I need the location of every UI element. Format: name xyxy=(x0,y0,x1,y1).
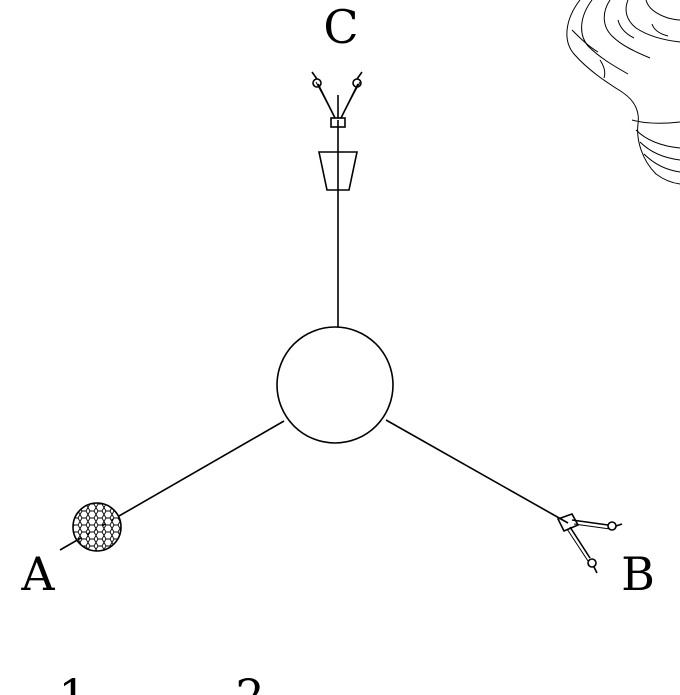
digit-two: 2 xyxy=(235,669,264,695)
label-c: C xyxy=(323,0,358,54)
branch-b-line xyxy=(385,419,569,524)
digit-one: 1 xyxy=(58,669,87,695)
hand-drawing xyxy=(566,0,680,185)
clamp-c xyxy=(311,71,363,128)
mesh-ball-a xyxy=(72,502,122,552)
funnel-shape xyxy=(318,151,358,191)
central-hub-circle xyxy=(276,326,394,444)
clamp-b xyxy=(556,513,623,574)
label-b: B xyxy=(621,547,655,601)
label-a: A xyxy=(20,547,55,601)
